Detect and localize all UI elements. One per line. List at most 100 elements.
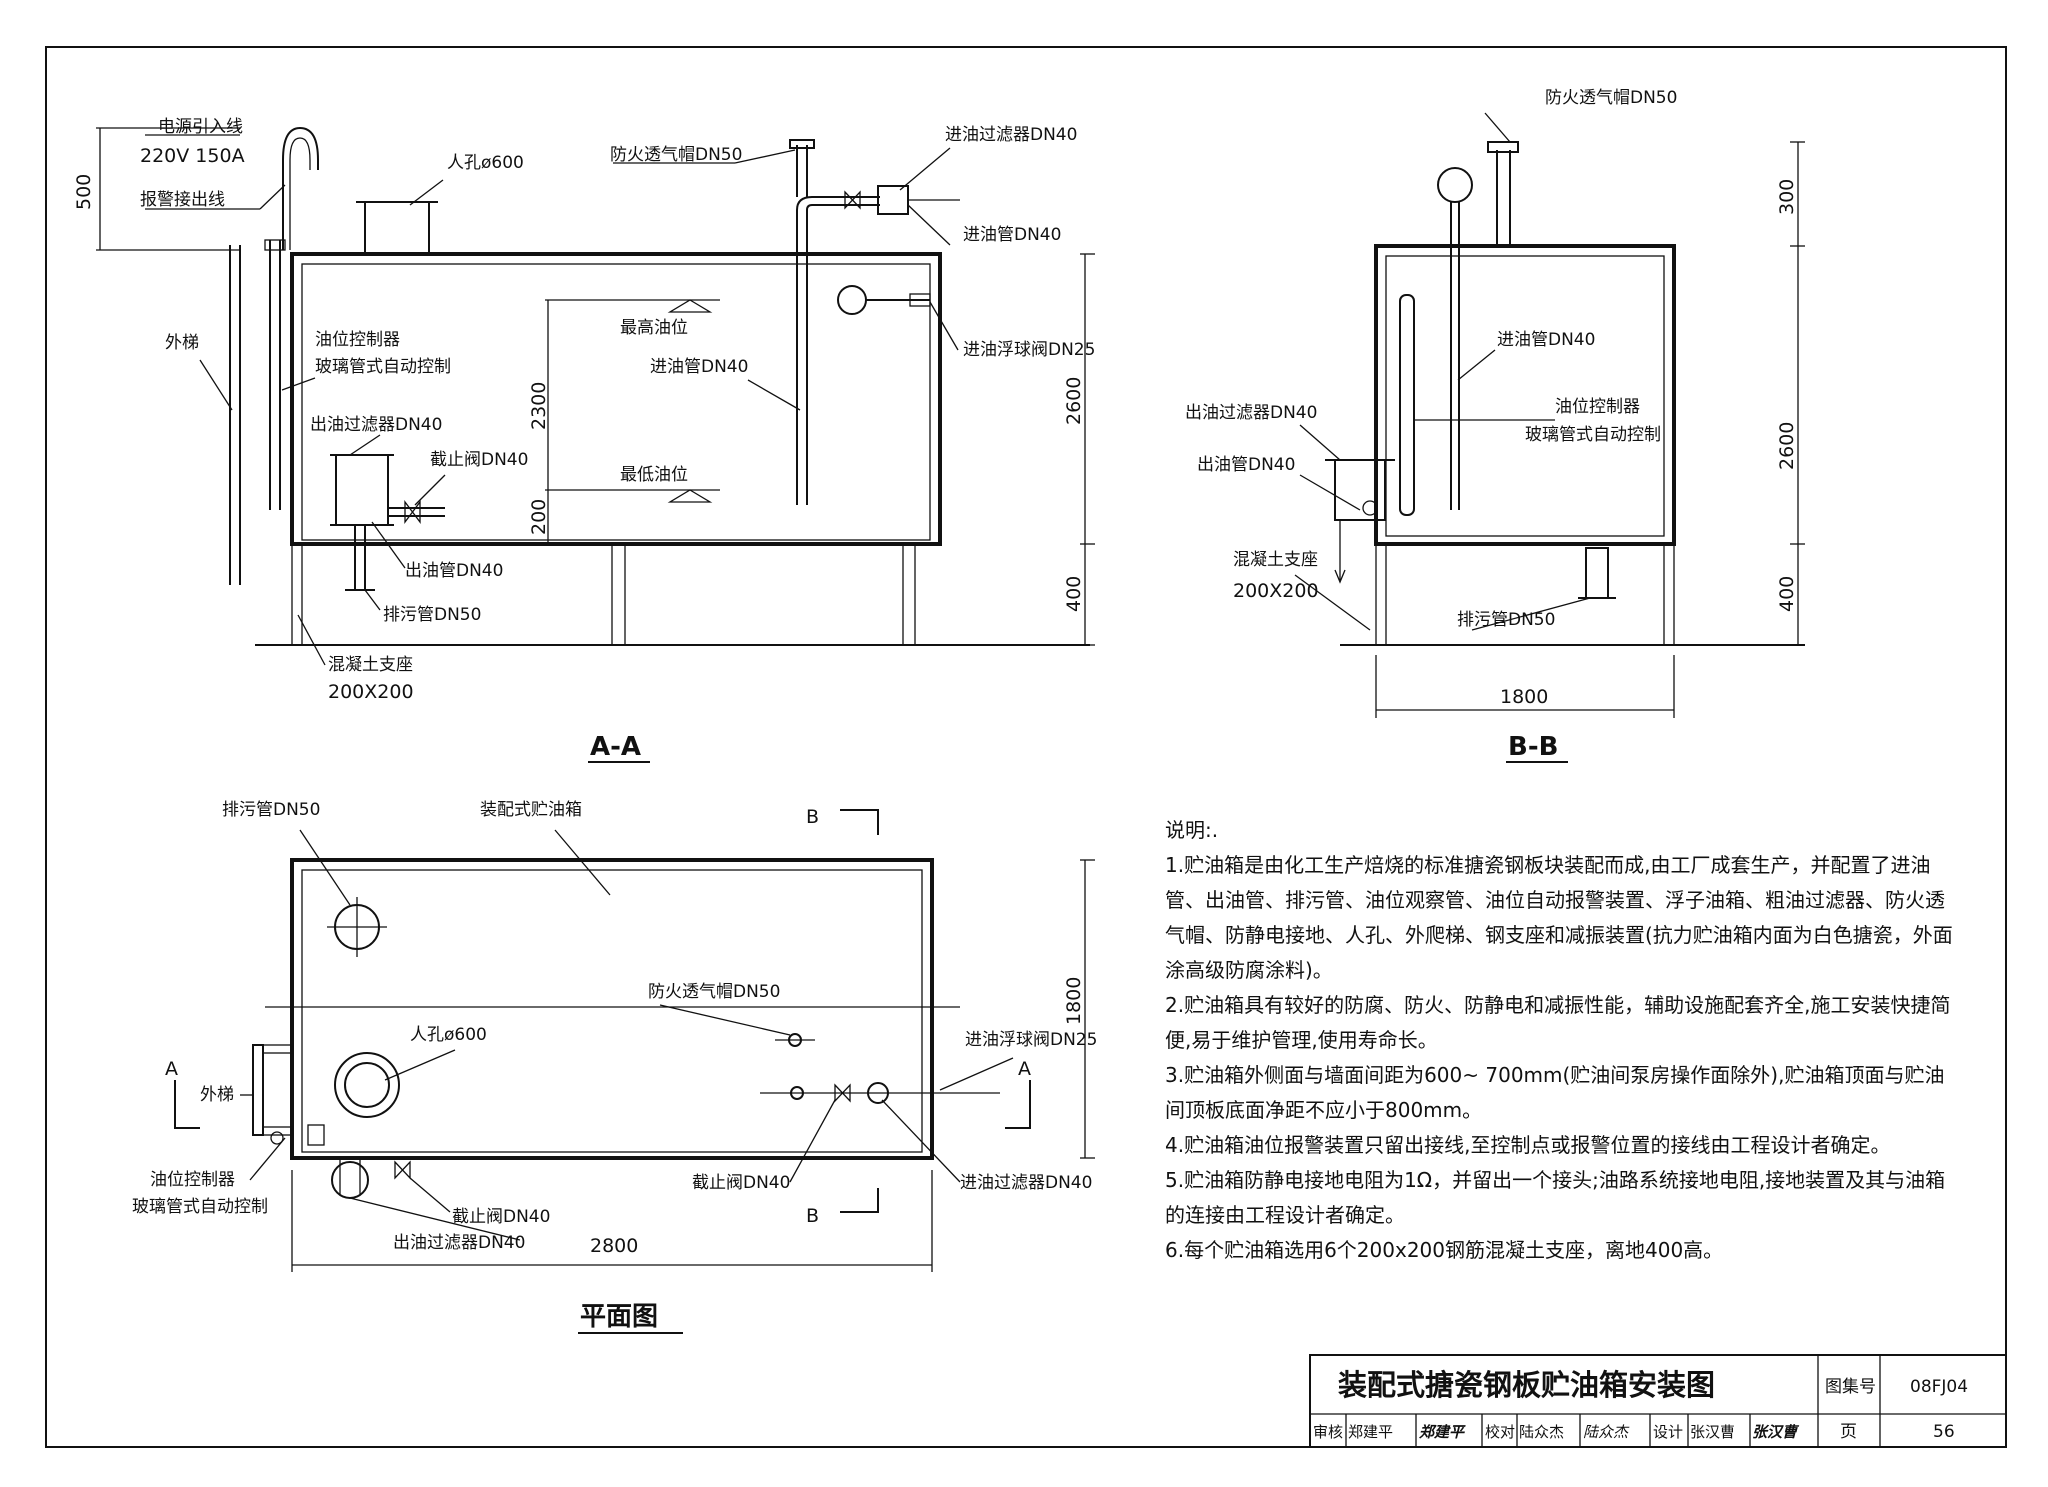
aa-power-conduit <box>282 126 319 250</box>
title-block-designer: 张汉曹 <box>1690 1423 1735 1441</box>
title-block-reviewer: 郑建平 <box>1348 1423 1393 1441</box>
note-item-2: 2.贮油箱具有较好的防腐、防火、防静电和减振性能，辅助设施配套齐全,施工安装快捷… <box>1165 993 1951 1052</box>
aa-max-level-mark <box>667 299 713 313</box>
leader-lines <box>145 112 1591 1241</box>
plan-dim-1800: 1800 <box>1063 977 1085 1025</box>
title-block-review-label: 审核 <box>1313 1423 1343 1441</box>
bb-inlet-pipe-label: 进油管DN40 <box>1497 330 1595 350</box>
plan-manhole-label: 人孔ø600 <box>410 1025 487 1045</box>
plan-a-left-label: A <box>165 1058 178 1080</box>
aa-dim-500: 500 <box>73 174 95 210</box>
bb-level-tube <box>1399 294 1415 516</box>
plan-title: 平面图 <box>580 1302 658 1332</box>
title-block-check-sign: 陆众杰 <box>1583 1423 1630 1441</box>
aa-glass-tube-label: 玻璃管式自动控制 <box>315 357 451 377</box>
section-bb <box>1325 141 1805 718</box>
bb-vent-cap-label: 防火透气帽DN50 <box>1545 88 1677 108</box>
plan-float-valve-label: 进油浮球阀DN25 <box>965 1030 1097 1050</box>
aa-drain-pipe-label: 排污管DN50 <box>383 605 481 625</box>
title-block-title: 装配式搪瓷钢板贮油箱安装图 <box>1338 1368 1715 1402</box>
aa-min-level-label: 最低油位 <box>620 465 688 485</box>
bb-dim-300: 300 <box>1776 179 1798 215</box>
plan-inlet-filter <box>867 1082 889 1104</box>
title-block <box>1309 1354 2007 1448</box>
aa-inlet-pipe-label: 进油管DN40 <box>650 357 748 377</box>
plan-view <box>174 809 1095 1272</box>
aa-float-ball <box>837 285 867 315</box>
sheet-border <box>45 46 2007 1448</box>
bb-outlet-pipe-label: 出油管DN40 <box>1197 455 1295 475</box>
note-item-1: 1.贮油箱是由化工生产焙烧的标准搪瓷钢板块装配而成,由工厂成套生产，并配置了进油… <box>1165 853 1953 982</box>
aa-inlet-filter-label: 进油过滤器DN40 <box>945 125 1077 145</box>
aa-section-title: A-A <box>590 732 641 762</box>
title-block-checker: 陆众杰 <box>1519 1423 1564 1441</box>
aa-ladder-label: 外梯 <box>165 333 199 353</box>
title-block-check-label: 校对 <box>1485 1423 1515 1441</box>
aa-power-spec-label: 220V 150A <box>140 145 245 167</box>
aa-float-valve-label: 进油浮球阀DN25 <box>963 340 1095 360</box>
bb-tank-outer <box>1374 244 1676 546</box>
aa-dim-400: 400 <box>1063 576 1085 612</box>
aa-min-level-mark <box>667 489 713 503</box>
title-block-page-label: 页 <box>1840 1422 1857 1442</box>
aa-vent-cap-label: 防火透气帽DN50 <box>610 145 742 165</box>
aa-dim-200: 200 <box>528 499 550 535</box>
aa-tank-outer <box>290 252 942 546</box>
plan-ladder-label: 外梯 <box>200 1085 234 1105</box>
plan-section-a-left <box>174 1080 200 1129</box>
plan-a-right-label: A <box>1018 1058 1031 1080</box>
aa-outlet-pipe-label: 出油管DN40 <box>405 561 503 581</box>
plan-manhole <box>334 1052 400 1118</box>
note-item-3: 3.贮油箱外侧面与墙面间距为600~ 700mm(贮油间泵房操作面除外),贮油箱… <box>1165 1063 1945 1122</box>
note-item-5: 5.贮油箱防静电接地电阻为1Ω，并留出一个接头;油路系统接地电阻,接地装置及其与… <box>1165 1168 1946 1227</box>
note-item-4: 4.贮油箱油位报警装置只留出接线,至控制点或报警位置的接线由工程设计者确定。 <box>1165 1133 1891 1157</box>
plan-ladder <box>252 1044 264 1136</box>
plan-drain-pipe-label: 排污管DN50 <box>222 800 320 820</box>
aa-inlet-pipe-top-label: 进油管DN40 <box>963 225 1061 245</box>
bb-dim-1800: 1800 <box>1500 686 1548 708</box>
plan-section-b-top <box>840 809 879 835</box>
aa-support-label: 混凝土支座 <box>328 655 413 675</box>
plan-stop-valve-l-label: 截止阀DN40 <box>452 1207 550 1227</box>
aa-power-line-label: 电源引入线 <box>158 117 243 137</box>
plan-b-top-label: B <box>806 806 819 828</box>
bb-dim-400: 400 <box>1776 576 1798 612</box>
plan-section-b-bottom <box>840 1188 879 1213</box>
plan-tank-label: 装配式贮油箱 <box>480 800 582 820</box>
plan-inlet-filter-label: 进油过滤器DN40 <box>960 1173 1092 1193</box>
notes-block: 说明:. 1.贮油箱是由化工生产焙烧的标准搪瓷钢板块装配而成,由工厂成套生产，并… <box>1165 813 1955 1268</box>
title-block-atlas-no: 08FJ04 <box>1910 1377 1968 1397</box>
bb-tank-inner <box>1385 255 1665 537</box>
title-block-atlas-label: 图集号 <box>1825 1377 1876 1397</box>
aa-manhole-label: 人孔ø600 <box>447 153 524 173</box>
bb-float-ball <box>1437 167 1473 203</box>
aa-outlet-filter <box>335 454 389 526</box>
aa-dim-2300: 2300 <box>528 382 550 430</box>
section-aa <box>96 126 1095 646</box>
aa-outlet-filter-label: 出油过滤器DN40 <box>310 415 442 435</box>
bb-drain-pipe <box>1585 547 1609 599</box>
aa-inlet-filter <box>877 185 909 215</box>
plan-level-ctrl-label: 油位控制器 <box>150 1170 235 1190</box>
notes-heading: 说明:. <box>1165 818 1219 842</box>
plan-tank-inner <box>301 869 923 1153</box>
aa-alarm-line-label: 报警接出线 <box>140 190 225 210</box>
aa-stop-valve <box>404 500 421 524</box>
plan-b-bottom-label: B <box>806 1205 819 1227</box>
title-block-design-label: 设计 <box>1653 1423 1683 1441</box>
note-item-6: 6.每个贮油箱选用6个200x200钢筋混凝土支座，离地400高。 <box>1165 1238 1724 1262</box>
aa-manhole <box>364 201 430 255</box>
plan-glass-tube-label: 玻璃管式自动控制 <box>132 1197 268 1217</box>
aa-tank-inner <box>301 263 931 541</box>
bb-glass-tube-label: 玻璃管式自动控制 <box>1525 425 1661 445</box>
title-block-page-no: 56 <box>1933 1422 1955 1442</box>
bb-outlet-filter-label: 出油过滤器DN40 <box>1185 403 1317 423</box>
plan-outlet-filter-label: 出油过滤器DN40 <box>393 1233 525 1253</box>
bb-support-label: 混凝土支座 <box>1233 550 1318 570</box>
plan-stop-valve-outlet <box>394 1160 411 1180</box>
plan-outlet-filter <box>331 1161 369 1199</box>
plan-vent-cap-label: 防火透气帽DN50 <box>648 982 780 1002</box>
aa-stop-valve-label: 截止阀DN40 <box>430 450 528 470</box>
plan-tank-outer <box>290 858 934 1160</box>
